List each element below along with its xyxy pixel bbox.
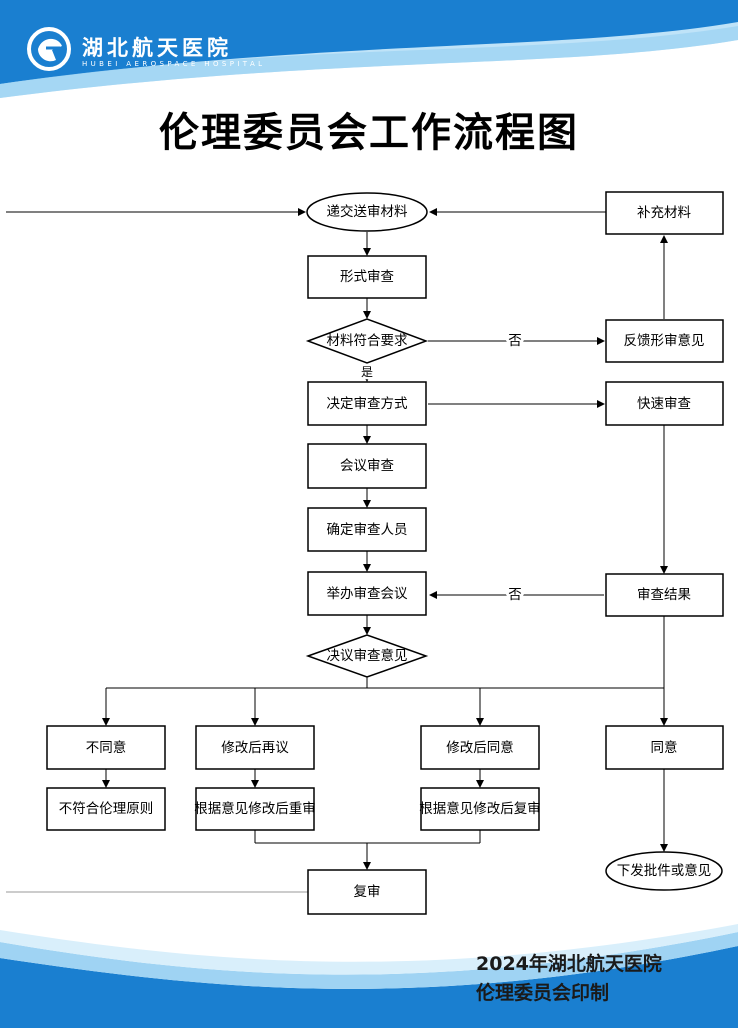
supplement-materials-label: 补充材料 [637,205,691,221]
yes-label: 是 [361,365,373,379]
no-label-2: 否 [508,587,522,603]
page-title: 伦理委员会工作流程图 [159,110,579,156]
issue-approval-node [605,851,723,891]
feedback-label: 反馈形审意见 [624,332,705,349]
footer-band [0,924,738,1028]
recheck-modify-node [420,787,540,831]
hospital-name-en: HUBEI AEROSPACE HOSPITAL [82,60,266,68]
hold-meeting-label: 举办审查会议 [327,586,408,602]
recheck-node [307,869,427,915]
submit-materials-label: 递交送审材料 [327,203,408,220]
footer-line-2: 伦理委员会印制 [476,982,610,1004]
disagree-label: 不同意 [86,739,127,756]
materials-check-label: 材料符合要求 [327,333,408,349]
formal-review-node [307,255,427,299]
hospital-logo: 湖北航天医院 HUBEI AEROSPACE HOSPITAL [26,26,276,72]
modify-resubmit-node [195,725,315,770]
fast-review-label: 快速审查 [637,396,691,412]
meeting-review-node [307,443,427,489]
header-band [0,0,738,98]
recheck-label: 复审 [354,883,381,900]
review-result-label: 审查结果 [637,587,691,603]
decide-method-label: 决定审查方式 [327,396,408,412]
disagree-node [46,725,166,770]
modify-agree-label: 修改后同意 [446,739,514,756]
review-result-node [605,573,724,617]
feedback-node [605,319,724,363]
rereview-node [195,787,315,831]
footer-line-1: 2024年湖北航天医院 [476,953,662,975]
agree-label: 同意 [651,739,678,756]
rereview-label: 根据意见修改后重审 [194,800,316,817]
formal-review-label: 形式审查 [340,269,394,285]
submit-materials-node [306,192,428,232]
modify-resubmit-label: 修改后再议 [221,740,289,756]
recheck-modify-label: 根据意见修改后复审 [419,800,541,817]
decision-node [305,634,429,678]
confirm-reviewers-node [307,507,427,552]
supplement-materials-node [605,191,724,235]
hospital-emblem-icon [27,27,71,71]
agree-node [605,725,724,770]
modify-agree-node [420,725,540,770]
materials-check-node [305,318,429,364]
no-label-1: 否 [508,333,522,349]
hospital-name-cn: 湖北航天医院 [82,36,232,60]
meeting-review-label: 会议审查 [340,458,394,474]
not-compliant-node [46,787,166,831]
not-compliant-label: 不符合伦理原则 [59,801,154,817]
decision-label: 决议审查意见 [327,647,408,664]
confirm-reviewers-label: 确定审查人员 [327,522,408,538]
hold-meeting-node [307,571,427,616]
fast-review-node [605,381,724,426]
decide-method-node [307,381,427,426]
issue-approval-label: 下发批件或意见 [617,862,712,879]
